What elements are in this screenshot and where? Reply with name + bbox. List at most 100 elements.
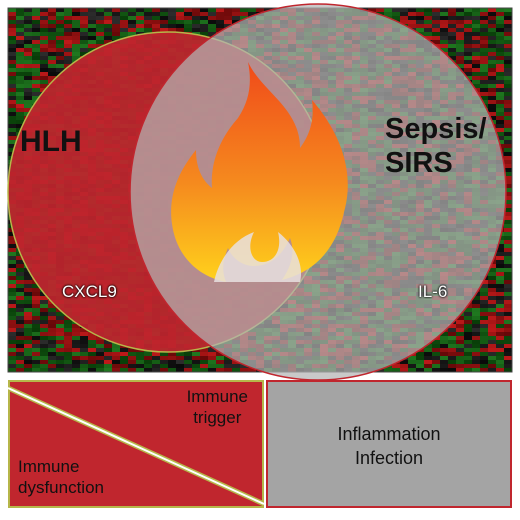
heatmap-cell: [160, 24, 168, 28]
heatmap-cell: [424, 28, 432, 32]
heatmap-cell: [504, 192, 512, 196]
heatmap-cell: [488, 92, 496, 96]
heatmap-cell: [504, 180, 512, 184]
heatmap-cell: [56, 52, 64, 56]
heatmap-cell: [504, 20, 512, 24]
heatmap-cell: [88, 24, 96, 28]
heatmap-cell: [488, 304, 496, 308]
heatmap-cell: [504, 184, 512, 188]
heatmap-cell: [8, 24, 16, 28]
heatmap-cell: [488, 264, 496, 268]
heatmap-cell: [152, 28, 160, 32]
heatmap-cell: [472, 320, 480, 324]
heatmap-cell: [464, 12, 472, 16]
heatmap-cell: [464, 40, 472, 44]
heatmap-cell: [96, 20, 104, 24]
heatmap-cell: [504, 208, 512, 212]
heatmap-cell: [48, 316, 56, 320]
heatmap-cell: [464, 28, 472, 32]
heatmap-cell: [432, 40, 440, 44]
heatmap-cell: [96, 8, 104, 12]
heatmap-cell: [8, 56, 16, 60]
heatmap-cell: [504, 100, 512, 104]
heatmap-cell: [448, 36, 456, 40]
heatmap-cell: [200, 12, 208, 16]
heatmap-cell: [488, 84, 496, 88]
heatmap-cell: [80, 40, 88, 44]
heatmap-cell: [488, 292, 496, 296]
heatmap-cell: [496, 28, 504, 32]
heatmap-cell: [40, 304, 48, 308]
heatmap-cell: [504, 132, 512, 136]
heatmap-cell: [248, 8, 256, 12]
heatmap-cell: [88, 28, 96, 32]
heatmap-cell: [504, 64, 512, 68]
heatmap-cell: [152, 12, 160, 16]
heatmap-cell: [504, 312, 512, 316]
heatmap-cell: [24, 92, 32, 96]
heatmap-cell: [168, 20, 176, 24]
heatmap-cell: [8, 128, 16, 132]
heatmap-cell: [216, 8, 224, 12]
heatmap-cell: [8, 28, 16, 32]
heatmap-cell: [440, 48, 448, 52]
heatmap-cell: [472, 300, 480, 304]
heatmap-cell: [504, 284, 512, 288]
heatmap-cell: [464, 64, 472, 68]
heatmap-cell: [24, 40, 32, 44]
heatmap-cell: [48, 24, 56, 28]
heatmap-cell: [40, 28, 48, 32]
heatmap-cell: [504, 164, 512, 168]
heatmap-cell: [80, 28, 88, 32]
heatmap-cell: [32, 72, 40, 76]
heatmap-cell: [504, 148, 512, 152]
heatmap-cell: [88, 12, 96, 16]
heatmap-cell: [488, 276, 496, 280]
heatmap-cell: [72, 56, 80, 60]
heatmap-cell: [8, 44, 16, 48]
heatmap-cell: [72, 24, 80, 28]
heatmap-cell: [392, 12, 400, 16]
heatmap-cell: [24, 8, 32, 12]
heatmap-cell: [488, 88, 496, 92]
heatmap-cell: [496, 64, 504, 68]
heatmap-cell: [464, 312, 472, 316]
heatmap-cell: [504, 280, 512, 284]
heatmap-cell: [16, 256, 24, 260]
heatmap-cell: [48, 48, 56, 52]
heatmap-cell: [480, 80, 488, 84]
heatmap-cell: [112, 8, 120, 12]
heatmap-cell: [192, 16, 200, 20]
heatmap-cell: [32, 92, 40, 96]
heatmap-cell: [56, 40, 64, 44]
heatmap-cell: [464, 32, 472, 36]
heatmap-cell: [8, 132, 16, 136]
heatmap-cell: [208, 12, 216, 16]
heatmap-cell: [496, 72, 504, 76]
heatmap-cell: [112, 20, 120, 24]
heatmap-cell: [144, 28, 152, 32]
heatmap-cell: [32, 36, 40, 40]
heatmap-cell: [104, 40, 112, 44]
heatmap-cell: [464, 56, 472, 60]
heatmap-cell: [64, 324, 72, 328]
heatmap-cell: [48, 40, 56, 44]
heatmap-cell: [464, 36, 472, 40]
heatmap-cell: [488, 280, 496, 284]
heatmap-cell: [104, 20, 112, 24]
heatmap-cell: [8, 148, 16, 152]
heatmap-cell: [64, 12, 72, 16]
heatmap-cell: [32, 12, 40, 16]
heatmap-cell: [456, 40, 464, 44]
heatmap-cell: [504, 92, 512, 96]
heatmap-cell: [456, 28, 464, 32]
heatmap-cell: [472, 316, 480, 320]
heatmap-cell: [40, 24, 48, 28]
heatmap-cell: [456, 24, 464, 28]
heatmap-cell: [504, 204, 512, 208]
heatmap-cell: [472, 24, 480, 28]
heatmap-cell: [8, 84, 16, 88]
heatmap-cell: [40, 312, 48, 316]
heatmap-cell: [48, 12, 56, 16]
heatmap-cell: [32, 20, 40, 24]
